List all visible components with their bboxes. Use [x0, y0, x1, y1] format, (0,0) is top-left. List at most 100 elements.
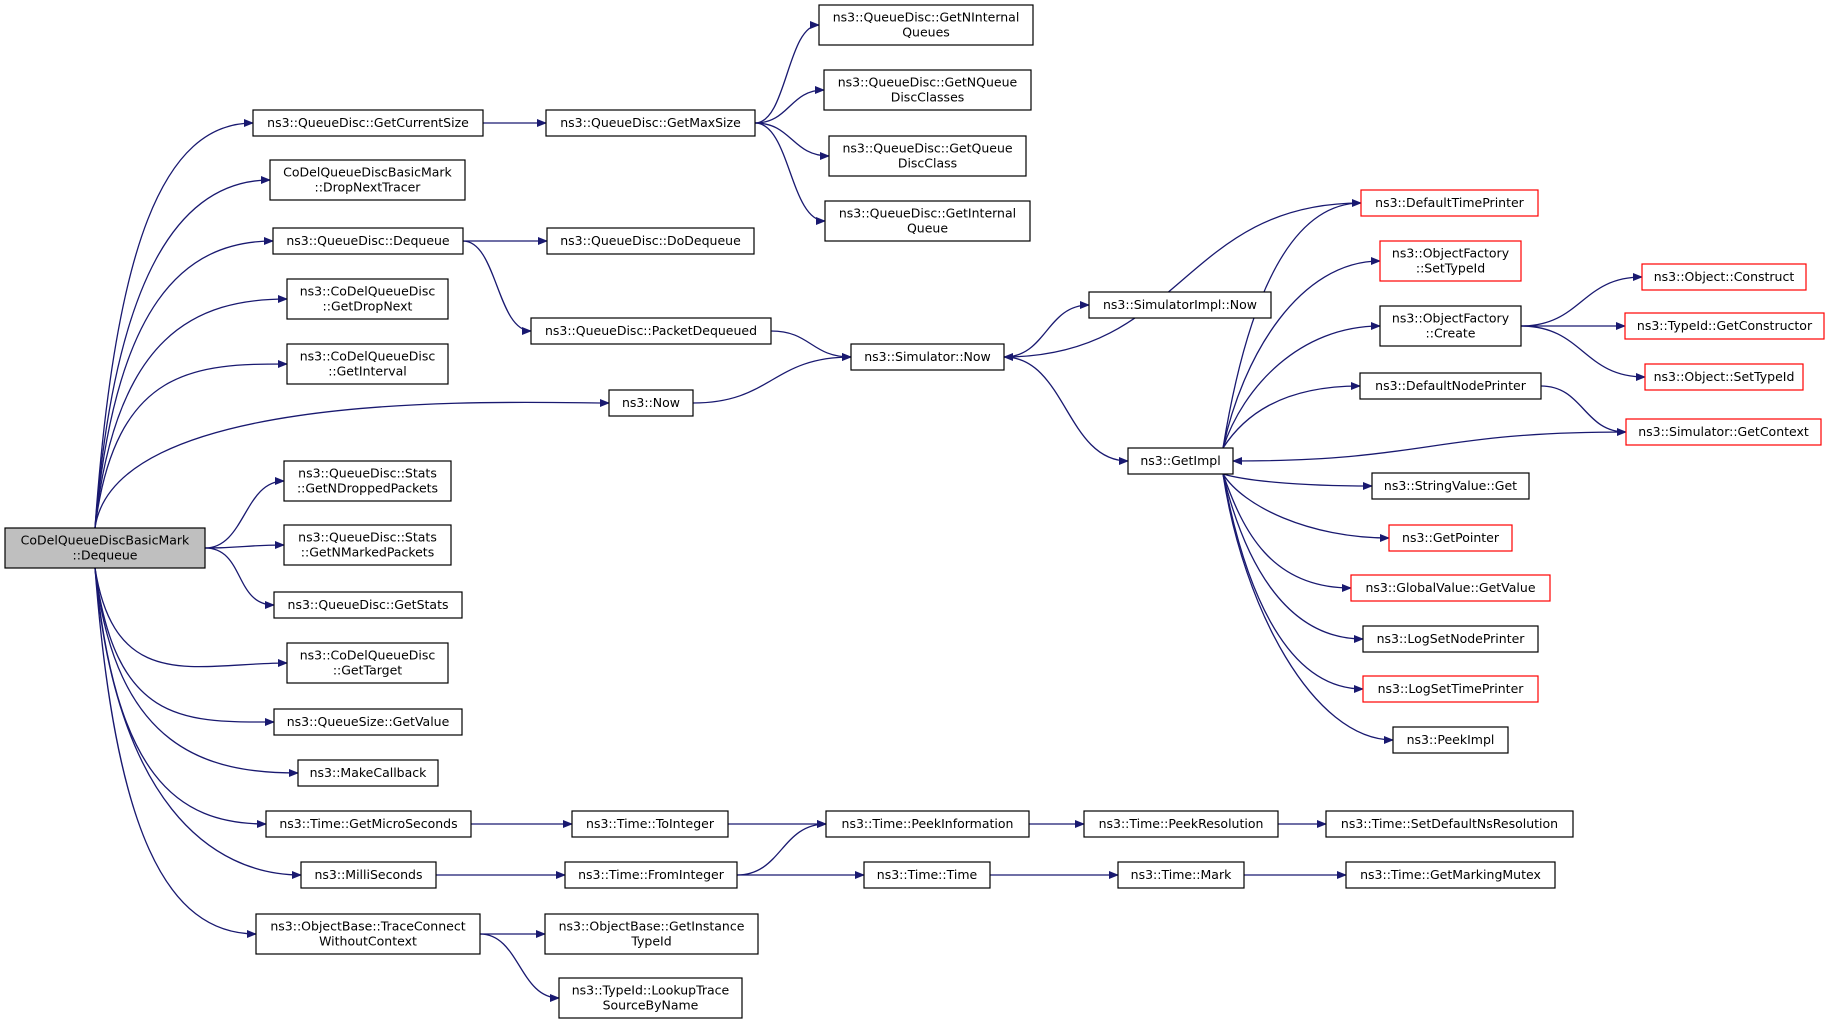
- node-peek-resolution[interactable]: ns3::Time::PeekResolution: [1083, 810, 1279, 838]
- node-label: ns3::Time::GetMarkingMutex: [1360, 867, 1541, 882]
- node-to-integer[interactable]: ns3::Time::ToInteger: [571, 810, 729, 838]
- node-of-set-type-id[interactable]: ns3::ObjectFactory::SetTypeId: [1379, 240, 1522, 282]
- node-box: [1392, 726, 1509, 754]
- node-box: [558, 977, 743, 1019]
- node-label: ns3::ObjectBase::GetInstance: [559, 919, 745, 934]
- node-label: ::GetDropNext: [323, 299, 413, 314]
- node-packet-dequeued[interactable]: ns3::QueueDisc::PacketDequeued: [530, 317, 772, 345]
- node-obj-set-type-id[interactable]: ns3::Object::SetTypeId: [1644, 363, 1804, 391]
- edge: [1540, 385, 1627, 436]
- node-label: ns3::PeekImpl: [1407, 732, 1495, 747]
- edge: [1222, 322, 1381, 449]
- edge: [754, 86, 825, 124]
- node-label: ns3::DefaultTimePrinter: [1375, 195, 1525, 210]
- node-box: [824, 200, 1031, 242]
- edge: [94, 567, 288, 668]
- node-get-interval[interactable]: ns3::CoDelQueueDisc::GetInterval: [286, 343, 449, 385]
- node-peek-information[interactable]: ns3::Time::PeekInformation: [825, 810, 1030, 838]
- node-label: ns3::ObjectFactory: [1392, 246, 1510, 261]
- node-box: [273, 708, 463, 736]
- node-from-integer[interactable]: ns3::Time::FromInteger: [564, 861, 738, 889]
- node-qs-get-value[interactable]: ns3::QueueSize::GetValue: [273, 708, 463, 736]
- node-get-marking-mutex[interactable]: ns3::Time::GetMarkingMutex: [1345, 861, 1556, 889]
- edge: [1520, 273, 1643, 327]
- node-box: [1644, 363, 1804, 391]
- node-label: ::SetTypeId: [1416, 261, 1485, 276]
- node-box: [1641, 263, 1807, 291]
- node-get-ndropped[interactable]: ns3::QueueDisc::Stats::GetNDroppedPacket…: [283, 460, 452, 502]
- node-type-id-get-constructor[interactable]: ns3::TypeId::GetConstructor: [1624, 312, 1825, 340]
- node-log-set-node-printer[interactable]: ns3::LogSetNodePrinter: [1362, 625, 1539, 653]
- edge-sim-now-to-get-impl: [1003, 356, 1129, 465]
- node-set-default-ns-resolution[interactable]: ns3::Time::SetDefaultNsResolution: [1325, 810, 1574, 838]
- edge-root-to-get-interval: [94, 360, 288, 529]
- node-trace-connect[interactable]: ns3::ObjectBase::TraceConnectWithoutCont…: [255, 913, 481, 955]
- node-get-max-size[interactable]: ns3::QueueDisc::GetMaxSize: [545, 109, 756, 137]
- node-get-stats[interactable]: ns3::QueueDisc::GetStats: [273, 591, 463, 619]
- edge-get-impl-to-get-pointer: [1222, 473, 1390, 542]
- edge-default-time-printer-to-sim-now: [1003, 202, 1362, 361]
- node-get-pointer[interactable]: ns3::GetPointer: [1388, 524, 1513, 552]
- node-qd-dequeue[interactable]: ns3::QueueDisc::Dequeue: [272, 227, 464, 255]
- node-label: ns3::Now: [622, 395, 680, 410]
- edge: [1222, 473, 1394, 744]
- node-time-mark[interactable]: ns3::Time::Mark: [1117, 861, 1245, 889]
- node-label: ns3::Time::FromInteger: [578, 867, 725, 882]
- edge: [1222, 473, 1364, 643]
- edge: [692, 353, 852, 404]
- node-label: WithoutContext: [319, 934, 417, 949]
- node-sim-impl-now[interactable]: ns3::SimulatorImpl::Now: [1088, 291, 1272, 319]
- node-peek-impl[interactable]: ns3::PeekImpl: [1392, 726, 1509, 754]
- node-label: ns3::QueueDisc::GetNQueue: [838, 75, 1018, 90]
- node-do-dequeue[interactable]: ns3::QueueDisc::DoDequeue: [546, 227, 755, 255]
- node-get-impl[interactable]: ns3::GetImpl: [1127, 447, 1234, 475]
- node-label: ns3::QueueDisc::Stats: [298, 530, 437, 545]
- edge-sim-get-context-to-get-impl: [1232, 431, 1627, 465]
- node-root[interactable]: CoDelQueueDiscBasicMark::Dequeue: [4, 527, 206, 569]
- edge-get-max-size-to-get-nqueue-disc-classes: [754, 86, 825, 124]
- node-get-drop-next[interactable]: ns3::CoDelQueueDisc::GetDropNext: [286, 278, 449, 320]
- node-get-nmarked[interactable]: ns3::QueueDisc::Stats::GetNMarkedPackets: [283, 524, 452, 566]
- node-obj-construct[interactable]: ns3::Object::Construct: [1641, 263, 1807, 291]
- node-string-value-get[interactable]: ns3::StringValue::Get: [1371, 472, 1530, 500]
- node-default-time-printer[interactable]: ns3::DefaultTimePrinter: [1360, 189, 1539, 217]
- node-box: [863, 861, 991, 889]
- node-get-micro[interactable]: ns3::Time::GetMicroSeconds: [265, 810, 472, 838]
- edge: [479, 933, 560, 1002]
- node-make-callback[interactable]: ns3::MakeCallback: [297, 759, 439, 787]
- edge: [1222, 382, 1361, 449]
- node-sim-now[interactable]: ns3::Simulator::Now: [850, 343, 1005, 371]
- node-get-current-size[interactable]: ns3::QueueDisc::GetCurrentSize: [252, 109, 484, 137]
- node-get-target[interactable]: ns3::CoDelQueueDisc::GetTarget: [286, 642, 449, 684]
- node-box: [1362, 625, 1539, 653]
- node-label: ns3::QueueDisc::GetInternal: [839, 206, 1016, 221]
- node-milli-seconds[interactable]: ns3::MilliSeconds: [300, 861, 437, 889]
- node-gv-get-value[interactable]: ns3::GlobalValue::GetValue: [1350, 574, 1551, 602]
- node-label: ns3::CoDelQueueDisc: [300, 349, 436, 364]
- node-label: ns3::GetImpl: [1140, 453, 1220, 468]
- node-label: ns3::LogSetTimePrinter: [1378, 681, 1525, 696]
- edge-root-to-make-callback: [94, 567, 299, 777]
- node-sim-get-context[interactable]: ns3::Simulator::GetContext: [1625, 418, 1822, 446]
- edge-get-impl-to-string-value-get: [1222, 473, 1373, 490]
- node-label: ns3::QueueDisc::GetQueue: [842, 141, 1012, 156]
- node-default-node-printer[interactable]: ns3::DefaultNodePrinter: [1359, 372, 1542, 400]
- node-drop-next-tracer[interactable]: CoDelQueueDiscBasicMark::DropNextTracer: [269, 159, 466, 201]
- edge: [736, 820, 827, 876]
- node-time-time[interactable]: ns3::Time::Time: [863, 861, 991, 889]
- node-box: [252, 109, 484, 137]
- node-ns3-now[interactable]: ns3::Now: [608, 389, 694, 417]
- node-label: CoDelQueueDiscBasicMark: [21, 533, 190, 548]
- node-log-set-time-printer[interactable]: ns3::LogSetTimePrinter: [1362, 675, 1539, 703]
- nodes-layer: CoDelQueueDiscBasicMark::Dequeuens3::Que…: [4, 4, 1825, 1019]
- edge-qd-dequeue-to-packet-dequeued: [462, 240, 532, 335]
- node-box: [1350, 574, 1551, 602]
- node-of-create[interactable]: ns3::ObjectFactory::Create: [1379, 305, 1522, 347]
- node-label: ns3::QueueDisc::Dequeue: [286, 233, 450, 248]
